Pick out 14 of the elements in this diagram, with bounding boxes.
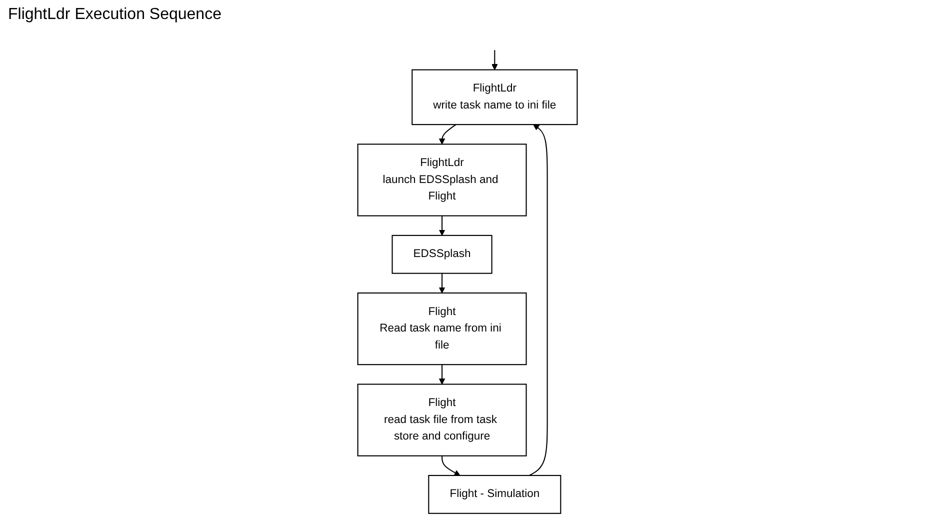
arrow bbox=[442, 456, 460, 476]
arrow bbox=[438, 216, 446, 236]
arrow bbox=[529, 124, 548, 476]
node-box: FlightLdr write task name to ini file bbox=[412, 69, 578, 126]
node-box: Flight read task file from task store and configure bbox=[357, 384, 527, 456]
node-box: Flight Read task name from ini file bbox=[357, 292, 527, 366]
node-box: FlightLdr launch EDSSplash and Flight bbox=[357, 144, 527, 216]
node-box: Flight - Simulation bbox=[428, 474, 562, 514]
node-box: EDSSplash bbox=[392, 234, 492, 274]
arrow bbox=[438, 273, 446, 294]
arrow bbox=[438, 124, 456, 144]
diagram-title: FlightLdr Execution Sequence bbox=[8, 6, 222, 24]
arrow bbox=[438, 364, 446, 385]
arrow bbox=[492, 50, 498, 70]
